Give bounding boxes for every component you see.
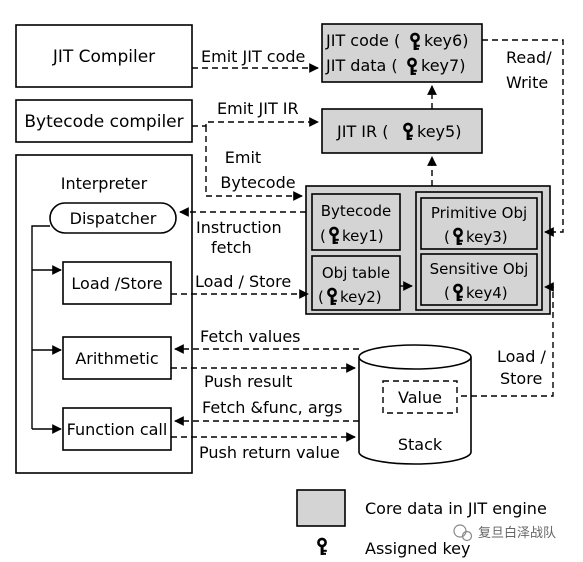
emit-jit-ir-arrow: Emit JIT IR — [192, 99, 319, 127]
core-data-group: Bytecode ( key1) Obj table ( key2) Primi… — [305, 185, 551, 315]
store-right-label: Store — [500, 369, 542, 388]
sensitive-obj-label: Sensitive Obj — [430, 260, 529, 278]
jit-code-label: JIT code ( — [325, 31, 400, 50]
chat-icon-small — [461, 530, 473, 542]
function-call-box: Function call — [62, 407, 172, 451]
bytecode-label: Bytecode — [321, 202, 391, 220]
jit-code-key-label: key6) — [424, 31, 468, 50]
sensitive-obj-box — [420, 253, 538, 306]
load-store-label: Load /Store — [71, 274, 162, 293]
push-return-value-label: Push return value — [199, 443, 340, 462]
bytecode-compiler-label: Bytecode compiler — [24, 112, 183, 132]
function-call-label: Function call — [67, 420, 168, 439]
obj-table-paren: ( — [318, 288, 324, 306]
sensitive-obj-key-label: key4) — [466, 284, 508, 302]
jit-compiler-box: JIT Compiler — [15, 24, 193, 88]
emit-jit-code-label: Emit JIT code — [201, 47, 305, 66]
value-label: Value — [398, 388, 442, 407]
jit-code-data-box: JIT code ( key6) JIT data ( key7) — [321, 23, 483, 83]
load-store-box: Load /Store — [62, 261, 172, 305]
jit-ir-box: JIT IR ( key5) — [321, 108, 483, 154]
dispatcher-label: Dispatcher — [70, 209, 157, 228]
write-label: Write — [506, 73, 548, 92]
legend-core-label: Core data in JIT engine — [365, 499, 547, 518]
load-store-arrow-label: Load / Store — [195, 272, 291, 291]
primitive-obj-key-label: key3) — [466, 228, 508, 246]
load-right-label: Load / — [497, 347, 546, 366]
dispatcher-bus — [31, 225, 62, 434]
read-label: Read/ — [506, 48, 552, 67]
primitive-obj-paren: ( — [444, 228, 450, 246]
value-box — [382, 380, 458, 414]
emit-jit-code-arrow: Emit JIT code — [192, 47, 319, 73]
key-icon — [317, 537, 329, 557]
emit-label: Emit — [225, 148, 261, 167]
fetch-func-args-arrow: Fetch &func, args — [174, 398, 359, 426]
bytecode-paren: ( — [320, 227, 326, 245]
dispatcher-box: Dispatcher — [49, 202, 177, 234]
push-return-value-arrow: Push return value — [171, 432, 356, 462]
primitive-obj-label: Primitive Obj — [431, 204, 527, 222]
bytecode-box — [311, 193, 401, 251]
load-store-value-arrow: Load / Store — [461, 282, 554, 397]
legend-key-label: Assigned key — [365, 539, 470, 558]
watermark-text: 复旦白泽战队 — [478, 525, 556, 541]
stack-label: Stack — [398, 435, 443, 454]
read-write-arrow: Read/ Write — [482, 39, 564, 237]
emit-bytecode-arrow: Emit Bytecode — [205, 126, 303, 201]
chat-icon — [453, 524, 467, 538]
arithmetic-box: Arithmetic — [62, 336, 172, 380]
fetch-func-args-label: Fetch &func, args — [202, 398, 342, 417]
instruction-fetch-arrow: Instruction fetch — [179, 207, 306, 257]
jit-data-key-label: key7) — [421, 56, 465, 75]
sensitive-obj-paren: ( — [444, 284, 450, 302]
push-result-label: Push result — [204, 372, 292, 391]
primitive-obj-box — [420, 197, 538, 250]
emit-jit-ir-label: Emit JIT IR — [217, 99, 299, 118]
watermark: 复旦白泽战队 — [453, 524, 556, 542]
legend: Core data in JIT engine Assigned key — [296, 489, 547, 558]
arithmetic-label: Arithmetic — [75, 349, 158, 368]
push-result-arrow: Push result — [171, 363, 356, 391]
jit-compiler-label: JIT Compiler — [52, 47, 155, 67]
fetch-values-arrow: Fetch values — [174, 327, 359, 354]
bytecode-key-label: key1) — [342, 227, 384, 245]
load-store-arrow: Load / Store — [171, 272, 309, 299]
obj-table-label: Obj table — [322, 264, 390, 282]
obj-table-key-label: key2) — [340, 288, 382, 306]
stack-cylinder: Value Stack — [358, 344, 472, 465]
instruction-label: Instruction — [196, 218, 282, 237]
bytecode-compiler-box: Bytecode compiler — [15, 99, 193, 143]
fetch-values-label: Fetch values — [200, 327, 301, 346]
interpreter-label: Interpreter — [61, 174, 148, 193]
obj-table-box — [311, 255, 401, 311]
jit-data-label: JIT data ( — [325, 56, 398, 75]
fetch-label: fetch — [211, 238, 252, 257]
jit-ir-label: JIT IR ( — [336, 122, 388, 141]
jit-ir-key-label: key5) — [417, 122, 461, 141]
legend-core-swatch — [296, 489, 346, 527]
emit-bytecode-label: Bytecode — [220, 173, 295, 192]
